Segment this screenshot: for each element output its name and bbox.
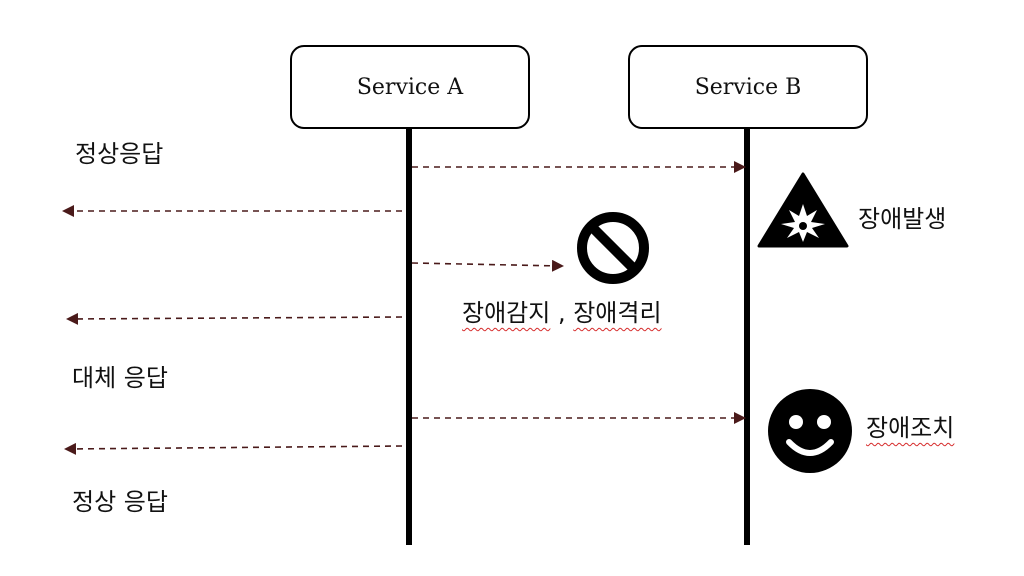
service-b-label: Service B [694, 74, 802, 100]
separator-label: , [550, 299, 574, 327]
service-b-box: Service B [628, 45, 868, 129]
failure-occurred-label: 장애발생 [858, 205, 947, 233]
no-entry-icon [577, 212, 649, 284]
detect-label: 장애감지 [462, 299, 551, 327]
detect-isolate-label: 장애감지 , 장애격리 [462, 293, 662, 328]
fallback-response-label: 대체 응답 [72, 364, 168, 392]
service-a-box: Service A [290, 45, 530, 129]
arrow-response-2 [66, 312, 403, 325]
service-a-lifeline [406, 129, 412, 545]
service-a-label: Service A [356, 74, 464, 100]
failure-fixed-label: 장애조치 [866, 414, 955, 442]
arrow-response-3 [64, 442, 403, 455]
service-b-lifeline [744, 129, 750, 545]
normal-response-label-2: 정상 응답 [72, 488, 168, 516]
arrow-request-2 [411, 259, 564, 272]
warning-explosion-icon [757, 172, 849, 248]
smiley-face-icon [768, 389, 852, 473]
normal-response-label-1: 정상응답 [75, 140, 164, 168]
isolate-label: 장애격리 [573, 299, 662, 327]
